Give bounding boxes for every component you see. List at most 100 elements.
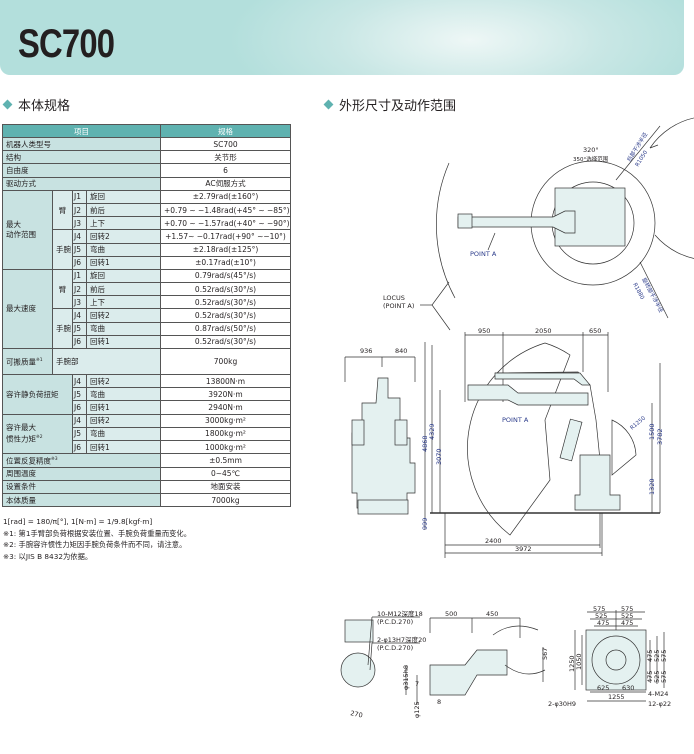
joint-value: ±2.79rad(±160°)	[160, 189, 291, 204]
dim-2050: 2050	[535, 327, 552, 335]
wrist-flange	[340, 652, 376, 688]
joint-name: 弯曲	[86, 321, 161, 336]
dim-3070: 3070	[435, 448, 443, 465]
base-plate	[585, 629, 647, 691]
dim-1500: 1500	[648, 423, 656, 440]
joint-name: 回转2	[86, 308, 161, 323]
joint-id: J6	[72, 334, 87, 350]
joint-value: 0.87rad/s(50°/s)	[160, 321, 291, 336]
joint-name: 旋回	[86, 189, 161, 204]
group-label: 容许静负荷扭矩	[2, 374, 73, 415]
row-value: 0~45℃	[160, 466, 291, 481]
joint-name: 弯曲	[86, 387, 161, 402]
dim-1050: 1050	[575, 653, 583, 670]
dim-475: 475	[597, 619, 609, 627]
robot-top-arm	[457, 210, 576, 234]
joint-name: 回转1	[86, 334, 161, 350]
dim-8: 8	[437, 698, 441, 706]
dim-1250: 1250	[568, 655, 576, 672]
joint-name: 上下	[86, 295, 161, 310]
dim-999: 999	[421, 518, 429, 530]
dim-125: φ125	[413, 701, 421, 718]
hole-label: 12-φ22	[648, 700, 671, 708]
dim-575: 575	[593, 605, 605, 613]
joint-value: 0.52rad/s(30°/s)	[160, 282, 291, 297]
joint-value: ±2.18rad(±125°)	[160, 242, 291, 257]
joint-name: 上下	[86, 216, 161, 231]
option-range-arc	[649, 117, 694, 259]
dim-3972: 3972	[515, 545, 532, 553]
dim-525: 525	[621, 612, 633, 620]
joint-value: 2940N·m	[160, 400, 291, 415]
joint-value: ±0.17rad(±10°)	[160, 255, 291, 270]
joint-id: J5	[72, 426, 87, 441]
dim-575: 575	[621, 605, 633, 613]
table-header: 项目规格	[2, 124, 291, 138]
side-view: 950 2050 650 4868 4329 3070 999 1500 378…	[421, 327, 664, 558]
dim-4868: 4868	[421, 435, 429, 452]
dim-625: 625	[597, 684, 609, 692]
dim-630: 630	[622, 684, 634, 692]
header-spec: 规格	[160, 124, 291, 138]
dim-3782: 3782	[656, 428, 664, 445]
dim-r1250: R1250	[629, 415, 647, 431]
dim-840: 840	[395, 347, 407, 355]
dim-270: 270	[350, 709, 364, 719]
dim-567: 567	[541, 648, 549, 660]
dim-575: 575	[660, 650, 668, 662]
row-label: 可搬质量※1	[2, 348, 53, 375]
wrist-view: 10-M12深度18 (P.C.D.270) 2-φ13H7深度20 (P.C.…	[340, 609, 549, 720]
dim-500: 500	[445, 610, 457, 618]
joint-value: 0.52rad/s(30°/s)	[160, 308, 291, 323]
joint-value: 0.52rad/s(30°/s)	[160, 334, 291, 350]
joint-id: J4	[72, 229, 87, 244]
pcd-label-2: (P.C.D.270)	[377, 644, 413, 652]
pin-label: 2-φ13H7深度20	[377, 635, 426, 644]
dim-450: 450	[486, 610, 498, 618]
row-value: 700kg	[160, 348, 291, 375]
dim-650: 650	[589, 327, 601, 335]
section-spec-title: 本体规格	[18, 99, 71, 114]
front-view: 936 840	[344, 347, 416, 515]
dim-575: 575	[660, 671, 668, 683]
dim-475: 475	[621, 619, 633, 627]
dim-525: 525	[595, 612, 607, 620]
dim-525: 525	[653, 650, 661, 662]
row-value: 关节形	[160, 150, 291, 165]
joint-id: J5	[72, 321, 87, 336]
top-view: 320° 350°选择范围 后部干涉半径 R1050 旋转部干涉半径 R1880…	[383, 117, 694, 331]
point-a-side-label: POINT A	[502, 416, 529, 424]
joint-value: +0.79 ~ −1.48rad(+45° ~ −85°)	[160, 202, 291, 218]
page-title: SC700	[18, 22, 115, 66]
dim-525: 525	[653, 671, 661, 683]
table-row: 结构关节形	[2, 150, 291, 165]
dim-475: 475	[646, 671, 654, 683]
note-1: ※1: 第1手臂部负荷根据安装位置、手腕负荷重量而变化。	[3, 528, 192, 538]
row-label: 位置反复精度※3	[2, 453, 161, 468]
option-label: 350°选择范围	[573, 155, 609, 163]
note-3: ※3: 以JIS B 8432为依据。	[3, 551, 93, 561]
locus-label: LOCUS	[383, 294, 405, 302]
dim-475: 475	[646, 650, 654, 662]
row-label: 结构	[2, 150, 161, 165]
dim-4329: 4329	[428, 423, 436, 440]
row-value: 7000kg	[160, 492, 291, 508]
row-value: AC伺服方式	[160, 176, 291, 191]
row-sublabel: 手腕部	[52, 348, 161, 375]
joint-value: 13800N·m	[160, 373, 291, 389]
angle-label: 320°	[583, 146, 599, 154]
joint-id: J6	[72, 400, 87, 415]
work-envelope	[467, 342, 571, 536]
section-dimension-title: 外形尺寸及动作范围	[339, 99, 457, 114]
